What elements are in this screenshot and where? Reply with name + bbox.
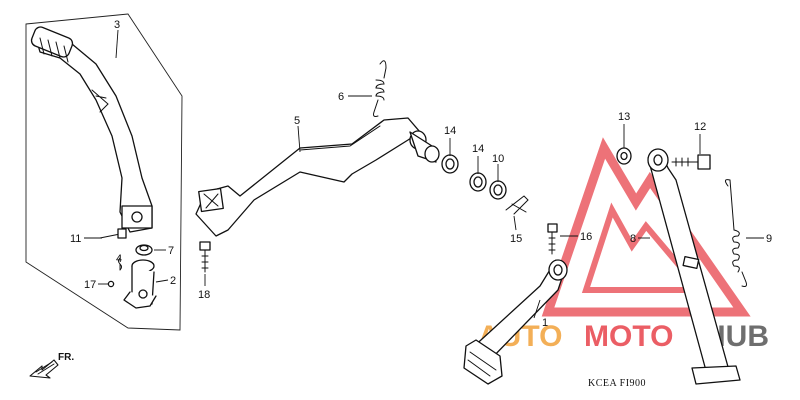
callout-12: 12 [694,121,706,133]
front-arrow-icon [29,359,59,379]
callout-7: 7 [168,245,174,257]
side-stand-part-1 [463,259,568,385]
washer-part-14-a [441,154,459,174]
callout-16: 16 [580,231,592,243]
ball-part-17 [107,280,115,288]
clip-part-15 [505,195,529,215]
kick-starter-group-frame [25,13,183,331]
callout-5: 5 [294,115,300,127]
callout-labels: 3 6 5 14 14 10 13 12 11 7 4 17 2 18 15 1… [70,19,772,329]
callout-13: 13 [618,111,630,123]
callout-9: 9 [766,233,772,245]
callout-14-a: 14 [444,125,456,137]
front-direction-indicator: FR. [29,352,74,379]
bolt-part-18 [199,241,211,273]
callout-14-b: 14 [472,143,484,155]
nut-part-13 [616,147,632,165]
callout-11: 11 [70,233,81,245]
callout-10: 10 [492,153,504,165]
washer-part-10 [489,180,507,200]
bolt-part-11 [99,228,127,239]
spring-part-6 [373,60,387,117]
callout-8: 8 [630,233,636,245]
callout-4: 4 [116,253,122,265]
watermark-logo [541,137,751,317]
kick-joint-part-2 [123,259,157,309]
spring-part-9 [724,179,747,287]
nut-part-7 [135,244,153,256]
callout-15: 15 [510,233,522,245]
bolt-part-12 [671,154,711,170]
gear-pedal-part-5 [195,117,440,237]
main-stand-part-8 [647,148,741,385]
callout-3: 3 [114,19,120,31]
leader-lines [84,29,764,319]
watermark-text-moto: MOTO [584,320,673,353]
diagram-code: KCEA FI900 [588,378,646,389]
washer-part-14-b [469,172,487,192]
bolt-part-16 [547,223,558,255]
callout-2: 2 [170,275,176,287]
callout-18: 18 [198,289,210,301]
front-label: FR. [58,352,74,363]
kick-starter-arm [30,26,153,233]
callout-6: 6 [338,91,344,103]
callout-17: 17 [84,279,96,291]
callout-1: 1 [542,317,548,329]
